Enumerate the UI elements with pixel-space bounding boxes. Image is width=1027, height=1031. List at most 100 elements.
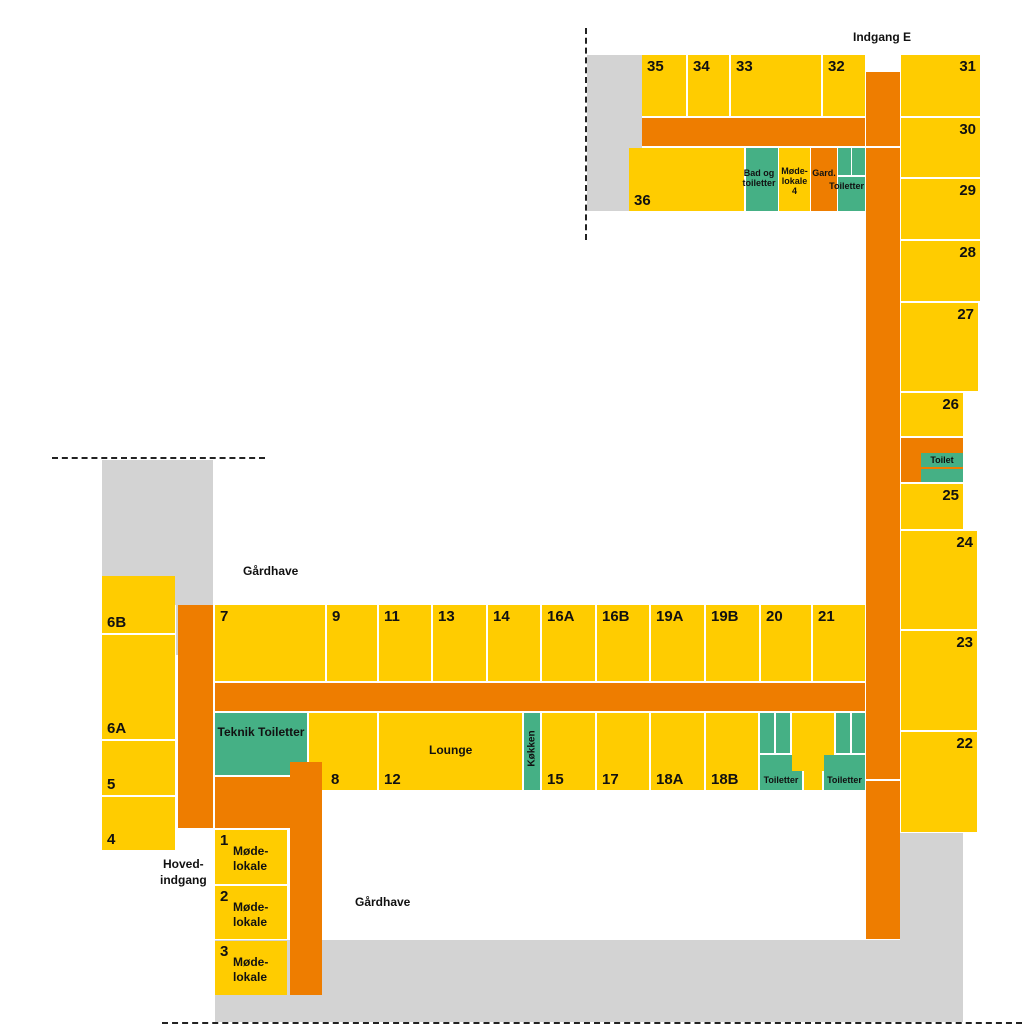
room-number: 11 xyxy=(384,608,400,625)
toilet-cell xyxy=(838,148,851,175)
room-label: Toiletter xyxy=(827,775,862,785)
room-6b[interactable]: 6B xyxy=(102,576,175,633)
room-number: 28 xyxy=(959,244,976,261)
room-16b[interactable]: 16B xyxy=(597,605,649,681)
room-27[interactable]: 27 xyxy=(901,303,978,391)
room-24[interactable]: 24 xyxy=(901,531,977,629)
room-19a[interactable]: 19A xyxy=(651,605,704,681)
room-label: Teknik Toiletter xyxy=(217,725,305,739)
toilets-b[interactable]: Toiletter xyxy=(824,755,865,790)
room-number: 20 xyxy=(766,608,783,625)
room-28[interactable]: 28 xyxy=(901,241,980,301)
outside-area xyxy=(215,940,963,1022)
room-number: 1 xyxy=(220,832,229,849)
room-31[interactable]: 31 xyxy=(901,55,980,116)
toilet-cell xyxy=(836,713,850,753)
toilets-top[interactable]: Toiletter xyxy=(829,177,865,211)
room-12-lounge[interactable]: Lounge 12 xyxy=(379,713,522,790)
bathroom-label: Bad og toiletter xyxy=(742,168,776,188)
room-number: 36 xyxy=(634,192,651,209)
room-34[interactable]: 34 xyxy=(688,55,729,116)
room-label: Toilet xyxy=(930,455,954,465)
room-5[interactable]: 5 xyxy=(102,741,175,795)
room-number: 16B xyxy=(602,608,630,625)
room-number: 4 xyxy=(107,831,116,848)
room-number: 16A xyxy=(547,608,575,625)
room-18b[interactable]: 18B xyxy=(706,713,758,790)
room-36[interactable]: 36 xyxy=(629,148,744,211)
room-number: 24 xyxy=(956,534,973,551)
room-25[interactable]: 25 xyxy=(901,484,963,529)
hallway-room xyxy=(804,771,822,790)
courtyard-label: Gårdhave xyxy=(243,564,299,578)
boundary-line xyxy=(52,457,265,459)
room-number: 2 xyxy=(220,888,229,905)
room-number: 22 xyxy=(956,735,973,752)
toilet-cell xyxy=(921,469,963,482)
room-number: 30 xyxy=(959,121,976,138)
room-15[interactable]: 15 xyxy=(542,713,595,790)
room-label: Møde-lokale 4 xyxy=(781,166,808,196)
outside-area xyxy=(900,833,963,943)
room-18a[interactable]: 18A xyxy=(651,713,704,790)
room-30[interactable]: 30 xyxy=(901,118,980,177)
room-16a[interactable]: 16A xyxy=(542,605,595,681)
room-17[interactable]: 17 xyxy=(597,713,649,790)
room-number: 12 xyxy=(384,771,401,788)
room-number: 25 xyxy=(942,487,959,504)
entrance-e-label: Indgang E xyxy=(853,30,911,44)
room-number: 9 xyxy=(332,608,341,625)
room-33[interactable]: 33 xyxy=(731,55,821,116)
room-7[interactable]: 7 xyxy=(215,605,325,681)
room-20[interactable]: 20 xyxy=(761,605,811,681)
room-35[interactable]: 35 xyxy=(642,55,686,116)
room-26[interactable]: 26 xyxy=(901,393,963,436)
room-21[interactable]: 21 xyxy=(813,605,865,681)
boundary-line xyxy=(585,28,587,240)
room-number: 35 xyxy=(647,58,664,75)
room-label: Køkken xyxy=(526,730,538,767)
corridor xyxy=(215,683,865,711)
room-label: Toiletter xyxy=(829,181,864,191)
corridor xyxy=(178,605,213,828)
room-number: 23 xyxy=(956,634,973,651)
toilet-right[interactable]: Toilet xyxy=(921,453,963,467)
room-label: Lounge xyxy=(429,743,473,757)
toilet-cell xyxy=(852,713,865,753)
corridor xyxy=(290,762,322,995)
room-4[interactable]: 4 xyxy=(102,797,175,850)
room-number: 29 xyxy=(959,182,976,199)
room-number: 6B xyxy=(107,614,127,631)
bathroom[interactable] xyxy=(746,148,778,211)
room-number: 15 xyxy=(547,771,564,788)
kitchen[interactable]: Køkken xyxy=(524,713,540,790)
room-number: 19B xyxy=(711,608,739,625)
room-label: Toiletter xyxy=(763,775,799,785)
meeting-room-4[interactable]: Møde-lokale 4 xyxy=(779,148,810,211)
room-number: 7 xyxy=(220,608,229,625)
room-label: Gard. xyxy=(812,168,836,178)
room-number: 13 xyxy=(438,608,455,625)
room-13[interactable]: 13 xyxy=(433,605,486,681)
room-number: 21 xyxy=(818,608,835,625)
room-14[interactable]: 14 xyxy=(488,605,540,681)
room-11[interactable]: 11 xyxy=(379,605,431,681)
wardrobe[interactable]: Gard. xyxy=(811,148,837,211)
room-32[interactable]: 32 xyxy=(823,55,865,116)
room-number: 27 xyxy=(957,306,974,323)
toilet-cell xyxy=(776,713,790,753)
room-number: 8 xyxy=(331,771,340,788)
corridor xyxy=(866,781,900,939)
room-23[interactable]: 23 xyxy=(901,631,977,730)
room-19b[interactable]: 19B xyxy=(706,605,759,681)
room-number: 14 xyxy=(493,608,510,625)
room-number: 17 xyxy=(602,771,619,788)
corridor xyxy=(642,118,865,146)
room-6a[interactable]: 6A xyxy=(102,635,175,739)
room-9[interactable]: 9 xyxy=(327,605,377,681)
room-22[interactable]: 22 xyxy=(901,732,977,832)
room-29[interactable]: 29 xyxy=(901,179,980,239)
